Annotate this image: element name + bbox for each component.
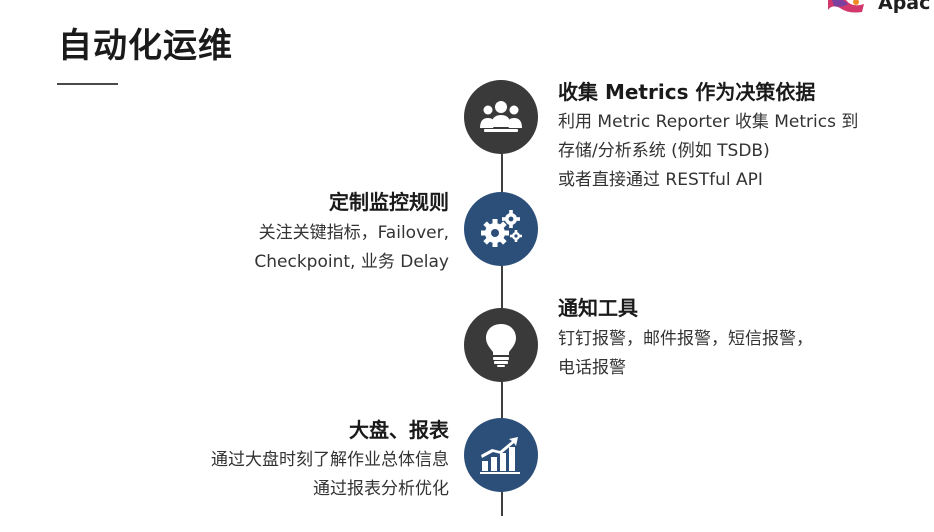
item-line: 或者直接通过 RESTful API xyxy=(558,170,763,190)
list-item-notification: 通知工具 钉钉报警，邮件报警，短信报警， 电话报警 xyxy=(558,296,813,383)
item-line: 通过大盘时刻了解作业总体信息 xyxy=(211,450,449,470)
timeline-node-monitoring xyxy=(464,192,538,266)
brand-logo-text: Apac xyxy=(878,0,931,14)
page-title: 自动化运维 xyxy=(58,26,233,66)
item-heading: 收集 Metrics 作为决策依据 xyxy=(558,80,816,104)
item-line: 电话报警 xyxy=(558,358,626,378)
title-underline xyxy=(57,83,118,85)
list-item-metrics: 收集 Metrics 作为决策依据 利用 Metric Reporter 收集 … xyxy=(558,80,858,195)
item-heading: 大盘、报表 xyxy=(349,418,449,442)
list-item-dashboard: 大盘、报表 通过大盘时刻了解作业总体信息 通过报表分析优化 xyxy=(211,418,449,504)
item-line: 钉钉报警，邮件报警，短信报警， xyxy=(558,329,813,349)
people-icon xyxy=(480,101,522,132)
item-heading: 定制监控规则 xyxy=(329,190,449,214)
timeline-node-notification xyxy=(464,308,538,382)
lightbulb-icon xyxy=(486,324,516,367)
list-item-monitoring: 定制监控规则 关注关键指标，Failover, Checkpoint, 业务 D… xyxy=(254,190,449,277)
item-line: 关注关键指标，Failover, xyxy=(258,223,449,243)
timeline-node-metrics xyxy=(464,80,538,154)
item-line: 存储/分析系统 (例如 TSDB) xyxy=(558,141,770,161)
item-line: Checkpoint, 业务 Delay xyxy=(254,252,449,272)
bar-chart-icon xyxy=(480,437,520,474)
gears-icon xyxy=(481,210,522,247)
item-line: 通过报表分析优化 xyxy=(313,479,449,499)
timeline-node-dashboard xyxy=(464,418,538,492)
apache-logo-icon xyxy=(828,0,864,13)
item-line: 利用 Metric Reporter 收集 Metrics 到 xyxy=(558,112,859,132)
brand-logo: Apac xyxy=(826,0,934,18)
item-heading: 通知工具 xyxy=(558,296,638,320)
